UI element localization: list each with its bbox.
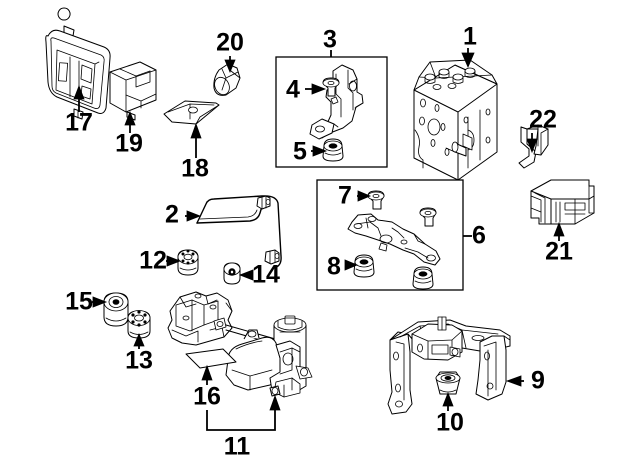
callout-label-21: 21 bbox=[545, 238, 573, 266]
part-bracket-in-panel-6 bbox=[347, 213, 441, 266]
callout-label-20: 20 bbox=[216, 29, 244, 57]
callout-label-15: 15 bbox=[65, 288, 93, 316]
callout-arrow-21 bbox=[553, 221, 565, 241]
part-bracket-plate bbox=[163, 100, 220, 125]
part-grommet-small-14 bbox=[223, 262, 241, 285]
part-brake-tube-hose bbox=[196, 195, 282, 269]
part-bracket-in-panel-3 bbox=[309, 64, 364, 140]
part-cushion-8 bbox=[353, 254, 375, 278]
callout-label-14: 14 bbox=[252, 261, 280, 289]
callout-arrow-12 bbox=[166, 255, 182, 267]
callout-arrow-19 bbox=[124, 110, 136, 133]
callout-arrow-2 bbox=[185, 210, 202, 222]
callout-label-8: 8 bbox=[327, 253, 341, 281]
callout-arrow-13 bbox=[133, 332, 145, 349]
callout-arrow-16 bbox=[201, 364, 213, 385]
callout-label-6: 6 bbox=[472, 222, 486, 250]
callout-label-7: 7 bbox=[338, 182, 352, 210]
callout-arrow-18 bbox=[190, 122, 202, 158]
part-valve-body-block bbox=[167, 291, 233, 346]
callout-label-10: 10 bbox=[436, 409, 464, 437]
callout-arrow-7 bbox=[357, 190, 372, 202]
callout-label-13: 13 bbox=[125, 347, 153, 375]
callout-arrow-9 bbox=[505, 375, 524, 387]
callout-arrow-4 bbox=[305, 83, 327, 95]
callout-label-17: 17 bbox=[65, 109, 93, 137]
callout-arrow-17 bbox=[73, 84, 85, 112]
callout-arrow-22 bbox=[526, 133, 538, 154]
callout-label-11: 11 bbox=[224, 433, 251, 461]
part-cushion-5 bbox=[322, 138, 344, 162]
callout-label-9: 9 bbox=[531, 367, 545, 395]
callout-arrow-8 bbox=[344, 259, 359, 271]
callout-arrow-15 bbox=[92, 296, 108, 308]
callout-label-3: 3 bbox=[323, 26, 337, 54]
part-bushing-large-15 bbox=[103, 292, 129, 327]
part-mounting-bracket-9 bbox=[387, 316, 511, 415]
callout-arrow-11 bbox=[206, 394, 281, 431]
part-brake-booster-pump-assembly bbox=[225, 315, 313, 398]
callout-label-4: 4 bbox=[286, 76, 300, 104]
part-cushion-8b bbox=[412, 266, 434, 290]
part-gasket-plate-16 bbox=[185, 348, 237, 369]
callout-arrow-20 bbox=[224, 56, 236, 74]
callout-label-1: 1 bbox=[463, 23, 477, 51]
callout-label-16: 16 bbox=[193, 383, 221, 411]
callout-label-19: 19 bbox=[115, 130, 143, 158]
callout-arrow-14 bbox=[238, 269, 254, 281]
callout-label-12: 12 bbox=[139, 247, 167, 275]
callout-arrow-10 bbox=[442, 391, 454, 411]
callout-arrow-5 bbox=[311, 145, 328, 157]
callout-label-5: 5 bbox=[293, 138, 307, 166]
callout-arrow-1 bbox=[461, 48, 475, 69]
panel-3-box bbox=[275, 50, 388, 168]
part-grommet-7 bbox=[367, 190, 385, 210]
part-nut-fastener-10 bbox=[435, 371, 461, 395]
part-relay-module bbox=[109, 61, 157, 121]
part-abs-actuator-assembly bbox=[413, 59, 498, 181]
part-grommet-7b bbox=[419, 207, 437, 227]
callout-label-2: 2 bbox=[165, 201, 179, 229]
panel-6-box bbox=[316, 179, 472, 291]
part-damper-ring bbox=[177, 249, 199, 276]
part-control-module-box bbox=[530, 179, 595, 225]
part-skid-control-ecu bbox=[45, 7, 111, 120]
part-bushing-small-13 bbox=[127, 310, 151, 339]
part-grommet-4 bbox=[322, 77, 340, 97]
callout-label-22: 22 bbox=[529, 106, 557, 134]
callout-label-18: 18 bbox=[181, 155, 209, 183]
part-sensor-connector bbox=[213, 63, 241, 96]
